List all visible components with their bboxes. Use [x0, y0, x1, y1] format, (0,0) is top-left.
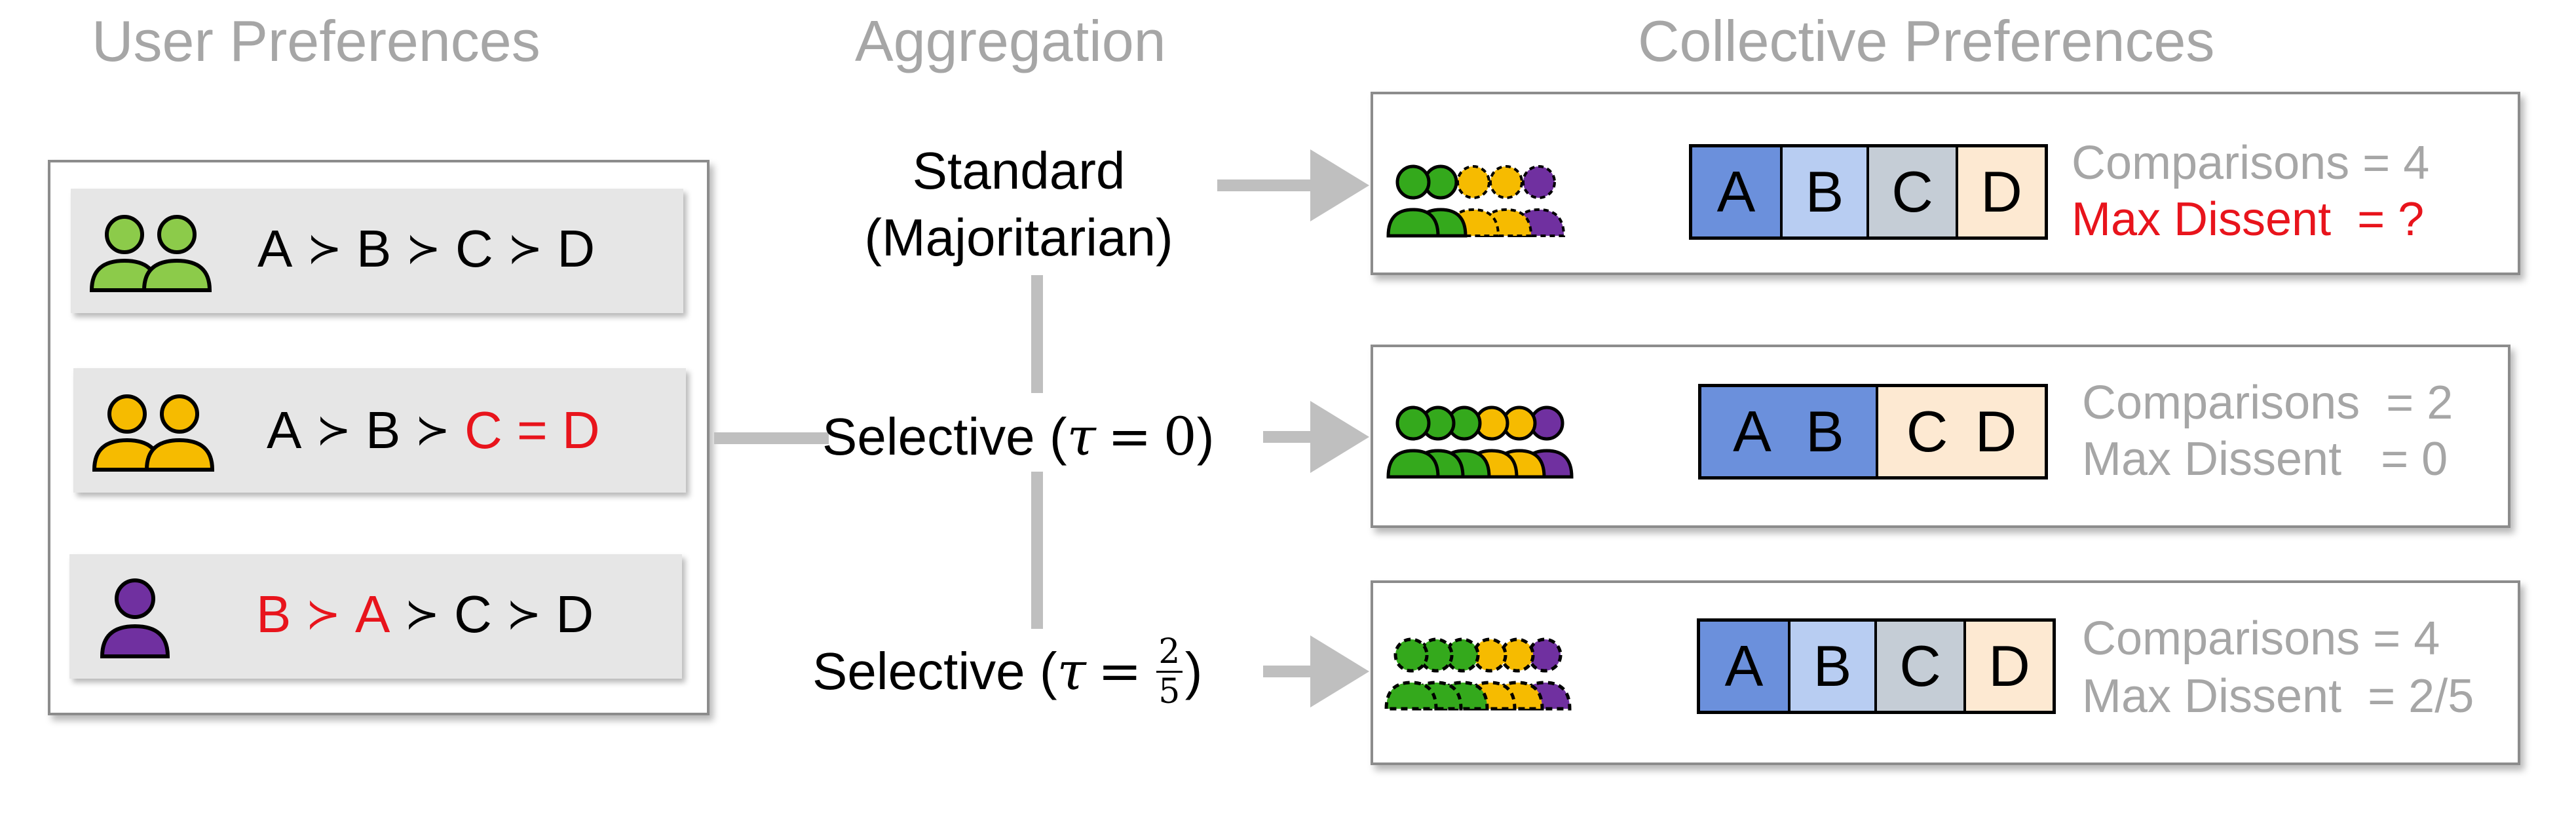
rank-token-tie: C = D [464, 401, 600, 459]
succ-symbol: ≻ [316, 406, 351, 455]
equals-symbol: = [1107, 405, 1152, 467]
ranking-item-D: D [1975, 399, 2017, 464]
ranking-cell-C: C [1869, 147, 1958, 236]
collective-preferences-heading: Collective Preferences [1638, 9, 2215, 73]
fraction-numerator: 2 [1158, 631, 1181, 671]
succ-symbol: ≻ [406, 225, 441, 273]
tau-symbol: τ [1067, 405, 1096, 467]
ranking-item-B: B [1806, 399, 1844, 464]
ranking-item-C: C [1906, 399, 1948, 464]
fraction-denominator: 5 [1158, 671, 1181, 711]
user-card-purple: B ≻ A ≻ C ≻ D [69, 554, 682, 679]
comparisons-selective-twofifths: Comparisons = 4 [2082, 612, 2440, 665]
aggregation-heading: Aggregation [855, 9, 1166, 73]
method-selective-zero: Selective ( τ = 0 ) [822, 401, 1214, 473]
comparisons-standard: Comparisons = 4 [2072, 137, 2430, 189]
rank-token: D [556, 585, 594, 643]
group-icon-faded [1386, 164, 1566, 238]
ranking-box-selective-zero: A B C D [1698, 384, 2048, 480]
ranking-cell-D: D [1966, 622, 2053, 711]
rank-token: B [365, 401, 401, 459]
rank-token: D [557, 219, 596, 278]
method-standard: Standard (Majoritarian) [845, 138, 1192, 272]
succ-symbol: ≻ [305, 590, 341, 639]
user-card-yellow: A ≻ B ≻ C = D [73, 368, 686, 493]
rank-token: A [267, 401, 302, 459]
vertical-connector-lower [1031, 472, 1043, 629]
ranking-purple: B ≻ A ≻ C ≻ D [256, 582, 594, 647]
ranking-cell-AB: A B [1701, 387, 1878, 476]
ranking-cell-B: B [1790, 622, 1877, 711]
purple-user-icon [100, 578, 170, 658]
method-standard-line2: (Majoritarian) [864, 208, 1173, 267]
rank-token: B [356, 219, 392, 278]
group-icon-solid [1386, 405, 1574, 479]
succ-symbol: ≻ [507, 225, 543, 273]
rank-token: A [257, 219, 293, 278]
ranking-green: A ≻ B ≻ C ≻ D [257, 216, 595, 282]
ranking-yellow: A ≻ B ≻ C = D [267, 398, 600, 463]
ranking-cell-CD: C D [1878, 387, 2045, 476]
user-card-green: A ≻ B ≻ C ≻ D [71, 189, 683, 313]
ranking-cell-C: C [1877, 622, 1966, 711]
yellow-users-icon [92, 394, 215, 472]
user-preferences-heading: User Preferences [92, 9, 540, 73]
arrow-selective-twofifths [1263, 635, 1369, 707]
green-users-icon [89, 215, 212, 292]
arrow-selective-zero [1263, 401, 1369, 473]
max-dissent-selective-twofifths: Max Dissent = 2/5 [2082, 670, 2474, 723]
tau-symbol: τ [1057, 640, 1086, 702]
equals-symbol: = [1097, 640, 1142, 702]
arrow-standard [1217, 149, 1369, 221]
rank-token: C [453, 585, 492, 643]
group-icon-dashed [1384, 637, 1572, 711]
panel-connector-line [714, 432, 829, 444]
ranking-cell-A: A [1700, 622, 1790, 711]
selective-label: Selective [812, 641, 1025, 700]
succ-symbol: ≻ [415, 406, 450, 455]
ranking-box-standard: A B C D [1689, 144, 2048, 240]
rank-token: A [354, 585, 390, 643]
vertical-connector-upper [1031, 275, 1043, 393]
method-selective-twofifths: Selective ( τ = 2 5 ) [812, 631, 1203, 711]
succ-symbol: ≻ [506, 590, 542, 639]
ranking-item-A: A [1733, 399, 1771, 464]
rank-token: B [256, 585, 292, 643]
ranking-cell-A: A [1692, 147, 1783, 236]
max-dissent-selective-zero: Max Dissent = 0 [2082, 433, 2448, 485]
comparisons-selective-zero: Comparisons = 2 [2082, 377, 2453, 429]
ranking-box-selective-twofifths: A B C D [1697, 618, 2056, 714]
succ-symbol: ≻ [404, 590, 440, 639]
rank-token: C [455, 219, 493, 278]
tau-fraction: 2 5 [1156, 635, 1183, 709]
method-standard-line1: Standard [912, 141, 1126, 200]
tau-value: 0 [1163, 405, 1197, 467]
max-dissent-standard: Max Dissent = ? [2072, 193, 2425, 246]
ranking-cell-B: B [1783, 147, 1869, 236]
ranking-cell-D: D [1958, 147, 2045, 236]
selective-label: Selective [822, 407, 1035, 466]
succ-symbol: ≻ [307, 225, 342, 273]
